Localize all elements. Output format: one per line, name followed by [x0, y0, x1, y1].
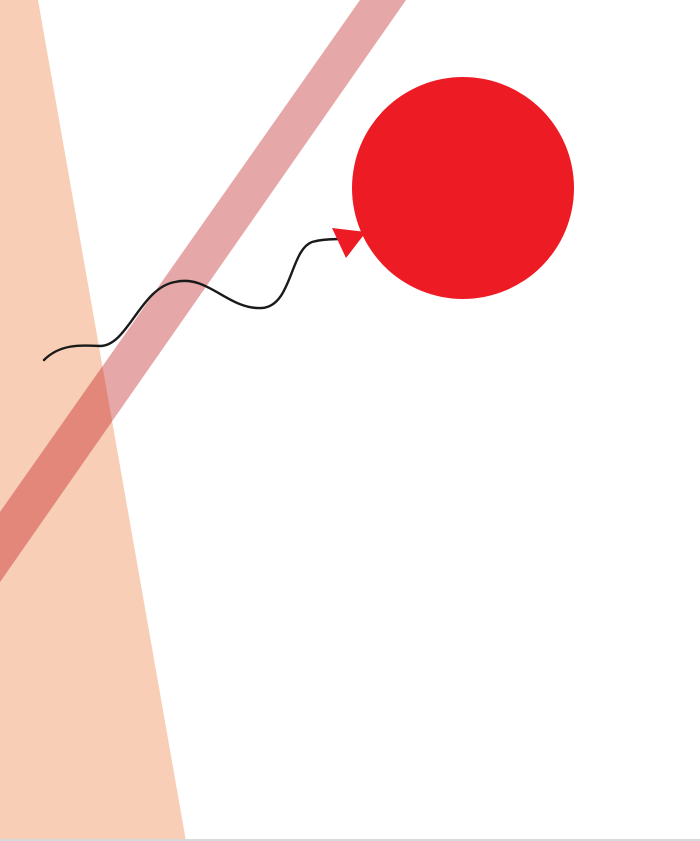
- stripe-overlap: [0, 0, 186, 582]
- balloon-string: [42, 236, 354, 362]
- balloon-knot: [332, 228, 366, 258]
- red-balloon: [352, 77, 574, 299]
- frame-bottom-edge: [0, 839, 700, 841]
